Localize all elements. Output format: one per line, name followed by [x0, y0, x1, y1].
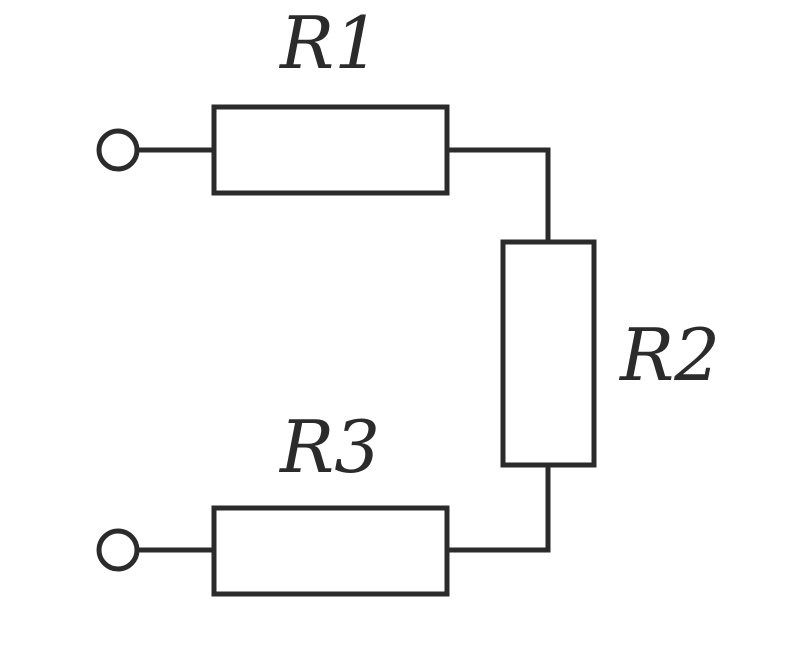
label-r2: R2: [618, 313, 720, 397]
resistor-r2: [500, 239, 597, 468]
terminal-top: [96, 128, 140, 172]
resistor-r3: [211, 505, 450, 597]
terminal-bottom: [96, 528, 140, 572]
label-r3: R3: [278, 405, 380, 489]
wire-r2-to-r3: [444, 462, 551, 553]
resistor-r1: [211, 104, 450, 196]
label-r1: R1: [278, 1, 380, 85]
wire-r1-to-r2: [444, 147, 551, 245]
